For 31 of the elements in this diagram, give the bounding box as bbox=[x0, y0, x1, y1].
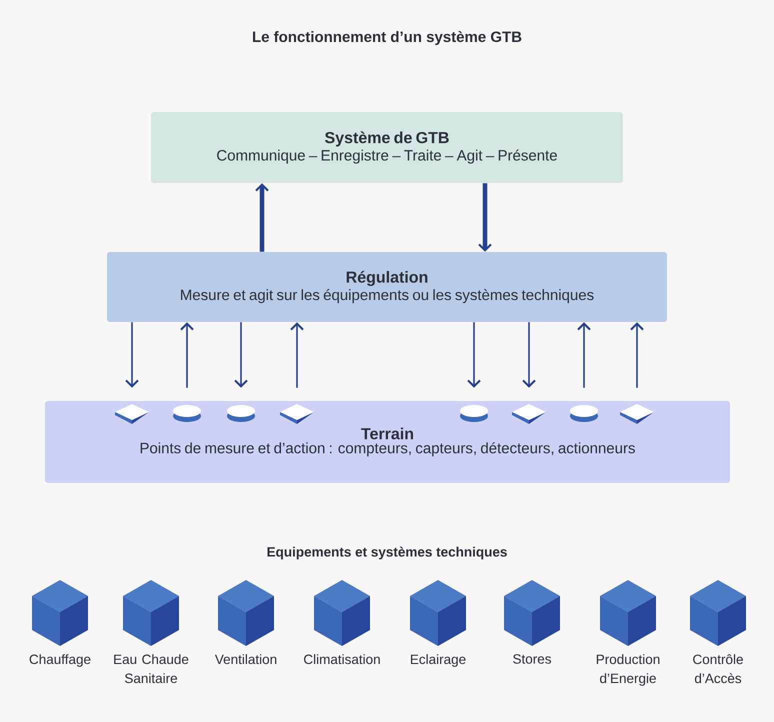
arrow bbox=[180, 322, 194, 388]
arrow bbox=[522, 322, 536, 388]
process-box: Régulation Mesure et agit sur les équipements ou les systèmes techniques bbox=[107, 252, 667, 322]
equipment-label: Climatisation bbox=[304, 654, 380, 664]
equipment-label: Eau Chaude Sanitaire bbox=[114, 654, 188, 684]
sensor-diamond bbox=[512, 404, 546, 424]
sensor-disc bbox=[460, 405, 488, 422]
equipment-label: Contrôle d’Accès bbox=[693, 654, 743, 684]
sensor-diamond bbox=[280, 404, 314, 424]
sensor-disc bbox=[227, 405, 255, 422]
arrow bbox=[577, 322, 591, 388]
equipment-label: Production d’Energie bbox=[596, 654, 660, 686]
arrow bbox=[234, 322, 248, 388]
equipment-label: Ventilation bbox=[214, 654, 276, 664]
sensor-diamond bbox=[620, 404, 654, 424]
arrow bbox=[290, 322, 304, 388]
sensor-disc bbox=[570, 405, 598, 422]
equipment-label: Chauffage bbox=[30, 654, 90, 667]
equipment-label: Stores bbox=[513, 654, 552, 664]
arrow bbox=[125, 322, 139, 388]
sensor-diamond bbox=[115, 404, 149, 424]
equipment-label: Eclairage bbox=[410, 654, 466, 667]
process-box: Terrain Points de mesure et d’action : compteurs, capteurs, détecteurs, actionneurs bbox=[45, 401, 730, 483]
section-heading: Equipements et systèmes techniques bbox=[268, 546, 507, 560]
process-box: Système de GTB Communique – Enregistre – Traite – Agit – Présente bbox=[151, 112, 623, 183]
sensor-disc bbox=[173, 405, 201, 422]
arrow bbox=[478, 183, 492, 252]
title: Le fonctionnement d’un système GTB bbox=[253, 30, 522, 46]
arrow bbox=[630, 322, 644, 388]
arrow bbox=[255, 183, 269, 252]
arrow bbox=[467, 322, 481, 388]
